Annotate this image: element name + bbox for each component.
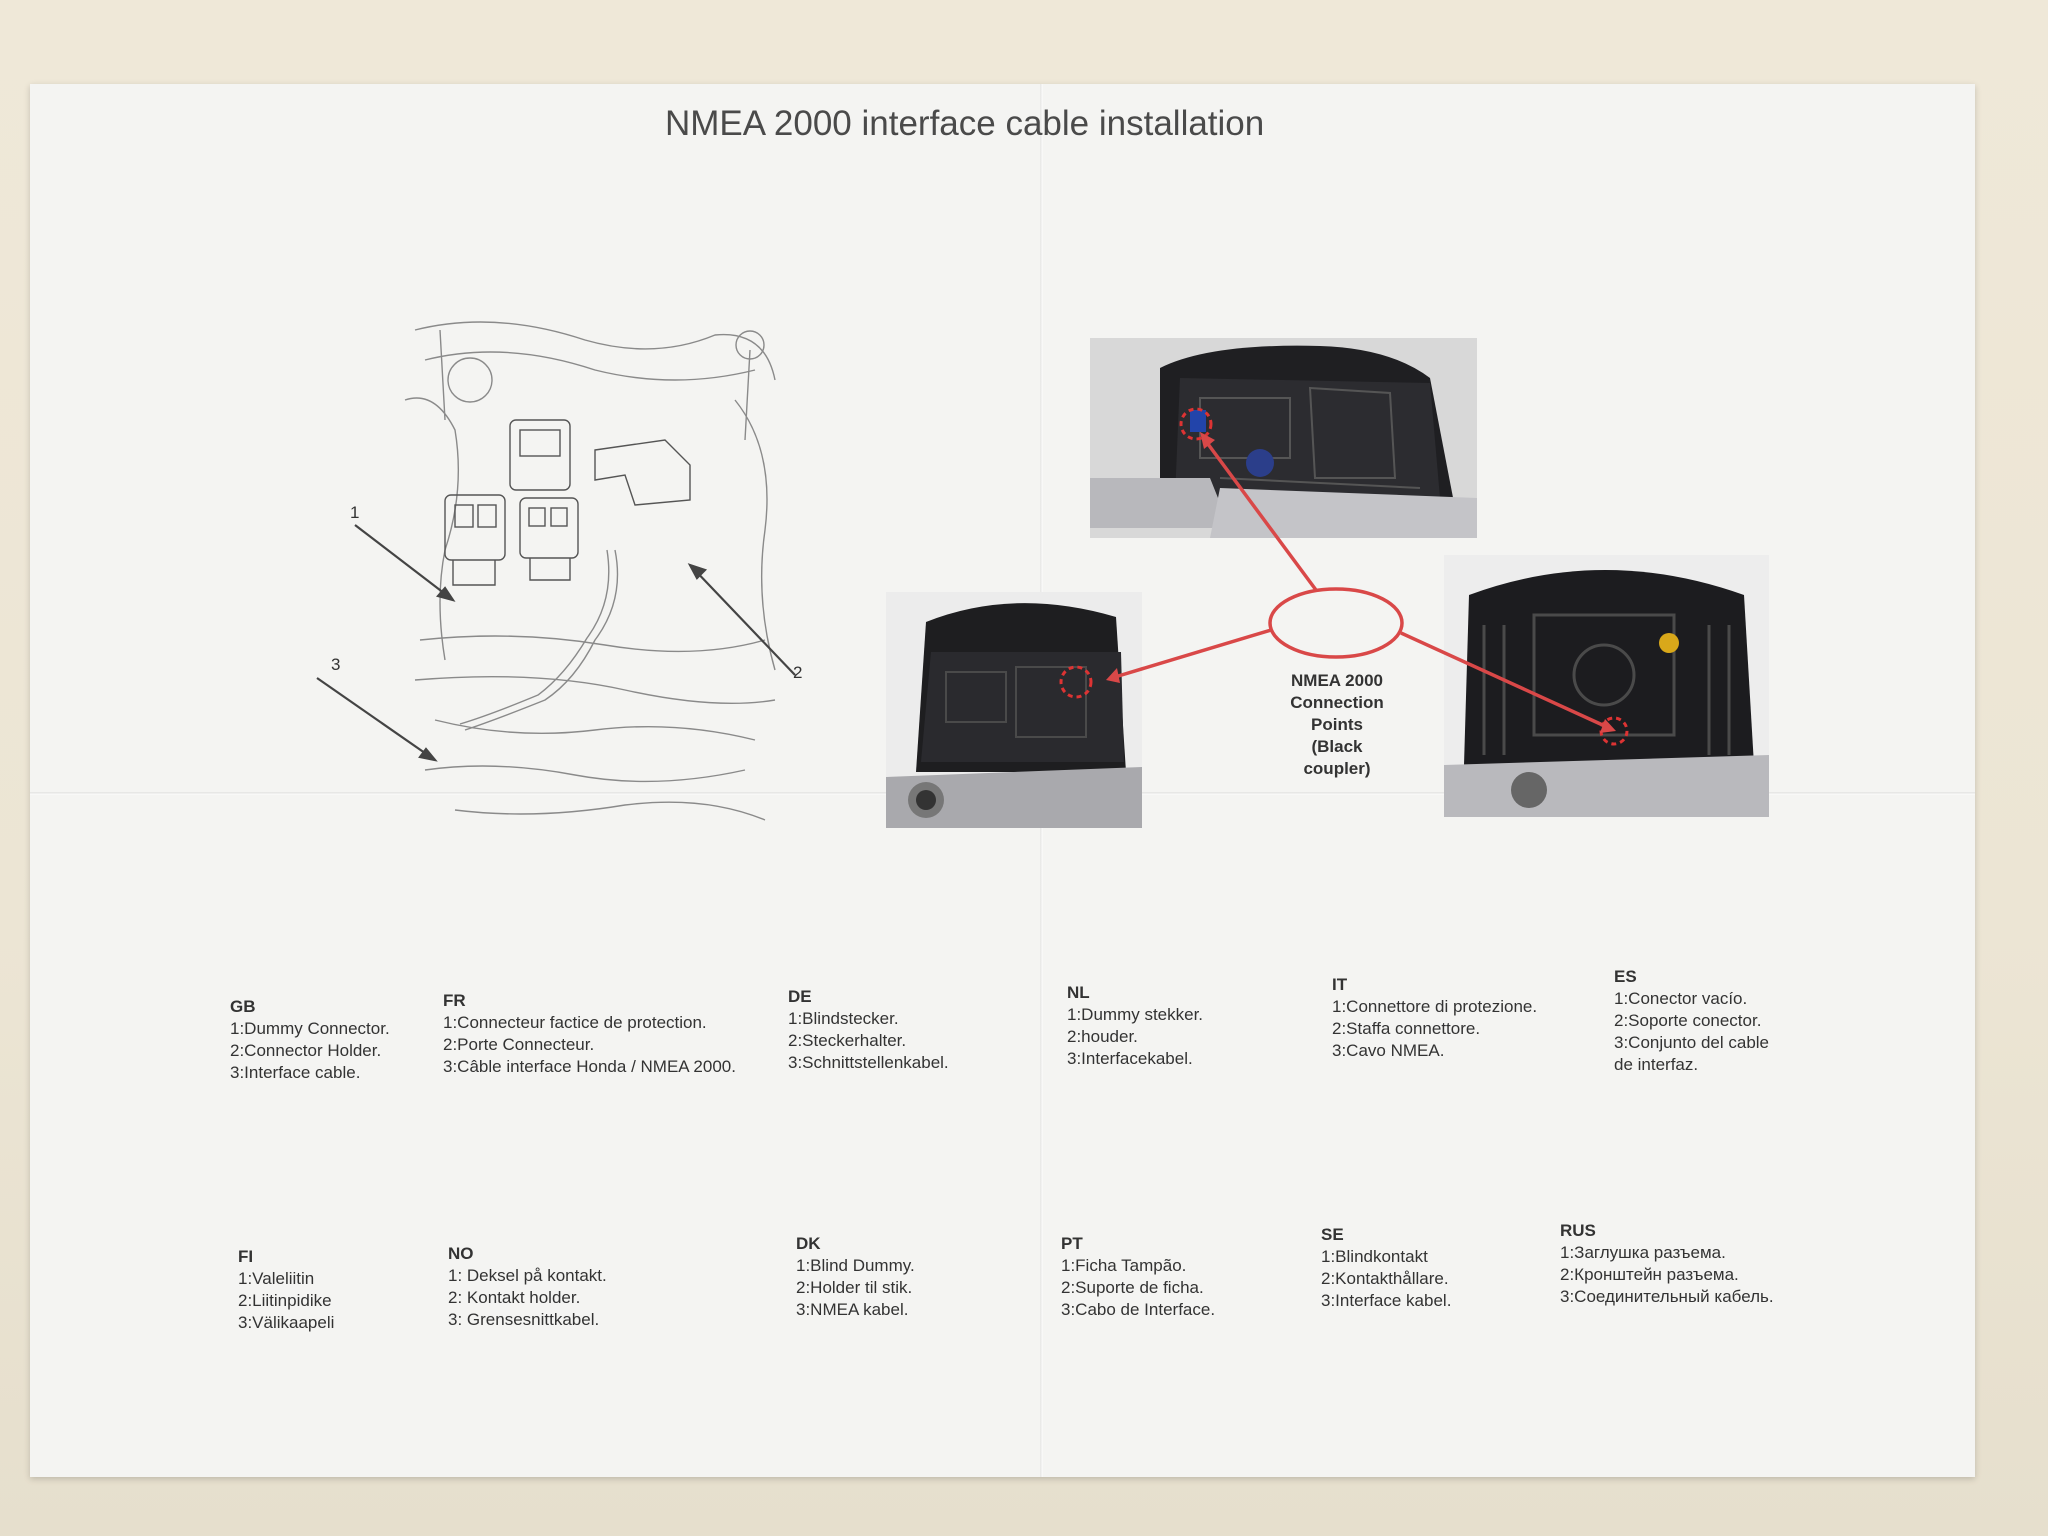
legend-gb: GB 1:Dummy Connector. 2:Connector Holder… (230, 996, 390, 1084)
legend-line: 3:Câble interface Honda / NMEA 2000. (443, 1057, 736, 1076)
legend-pt: PT 1:Ficha Tampão. 2:Suporte de ficha. 3… (1061, 1233, 1215, 1321)
engine-photo-top (1090, 338, 1477, 538)
legend-line: 3:Cavo NMEA. (1332, 1041, 1445, 1060)
legend-line: 3:Interface cable. (230, 1063, 361, 1082)
legend-line: 3:Conjunto del cable (1614, 1033, 1770, 1052)
page-title: NMEA 2000 interface cable installation (665, 104, 1265, 143)
legend-fr: FR 1:Connecteur factice de protection. 2… (443, 990, 736, 1078)
legend-line: 3:Interfacekabel. (1067, 1049, 1193, 1068)
language-code: SE (1321, 1225, 1344, 1244)
legend-de: DE 1:Blindstecker. 2:Steckerhalter. 3:Sc… (788, 986, 949, 1074)
connection-label-line-1: NMEA 2000 (1291, 671, 1383, 690)
legend-line: 2:houder. (1067, 1027, 1138, 1046)
language-code: FI (238, 1247, 254, 1266)
legend-line: 2:Holder til stik. (796, 1278, 913, 1297)
language-code: GB (230, 997, 256, 1016)
legend-line: 2:Kontakthållare. (1321, 1269, 1449, 1288)
legend-line: 2:Suporte de ficha. (1061, 1278, 1204, 1297)
legend-line: 3:Välikaapeli (238, 1313, 335, 1332)
connector-line-drawing: 1 2 3 (295, 300, 825, 860)
legend-line: 1:Connecteur factice de protection. (443, 1013, 707, 1032)
connection-points-label: NMEA 2000 Connection Points (Black coupl… (1282, 670, 1392, 780)
connection-label-line-4: (Black (1311, 737, 1363, 756)
engine-photo-right (1444, 555, 1769, 817)
legend-line: 1:Connettore di protezione. (1332, 997, 1538, 1016)
legend-line: 3:Schnittstellenkabel. (788, 1053, 949, 1072)
language-code: PT (1061, 1234, 1083, 1253)
legend-no: NO 1: Deksel på kontakt. 2: Kontakt hold… (448, 1243, 607, 1331)
callout-3: 3 (331, 655, 340, 674)
legend-line: 1: Deksel på kontakt. (448, 1266, 607, 1285)
legend-line: 2:Soporte conector. (1614, 1011, 1762, 1030)
language-code: ES (1614, 967, 1637, 986)
legend-dk: DK 1:Blind Dummy. 2:Holder til stik. 3:N… (796, 1233, 915, 1321)
legend-line: 2:Connector Holder. (230, 1041, 382, 1060)
legend-line: de interfaz. (1614, 1055, 1699, 1074)
legend-line: 1:Dummy Connector. (230, 1019, 390, 1038)
callout-1: 1 (350, 503, 359, 522)
legend-rus: RUS 1:Заглушка разъема. 2:Кронштейн разъ… (1560, 1220, 1774, 1308)
legend-es: ES 1:Conector vacío. 2:Soporte conector.… (1614, 966, 1769, 1076)
connection-label-line-2: Connection (1290, 693, 1384, 712)
language-code: NO (448, 1244, 474, 1263)
language-code: NL (1067, 983, 1090, 1002)
connection-label-line-5: coupler) (1303, 759, 1371, 778)
legend-line: 3:Interface kabel. (1321, 1291, 1452, 1310)
legend-line: 1:Ficha Tampão. (1061, 1256, 1187, 1275)
legend-line: 1:Valeliitin (238, 1269, 315, 1288)
language-code: DK (796, 1234, 821, 1253)
legend-line: 3:Соединительный кабель. (1560, 1287, 1774, 1306)
legend-line: 1:Dummy stekker. (1067, 1005, 1204, 1024)
legend-nl: NL 1:Dummy stekker. 2:houder. 3:Interfac… (1067, 982, 1203, 1070)
legend-line: 3: Grensesnittkabel. (448, 1310, 600, 1329)
engine-photo-left (886, 592, 1142, 828)
legend-line: 1:Blindstecker. (788, 1009, 899, 1028)
language-code: IT (1332, 975, 1348, 994)
legend-se: SE 1:Blindkontakt 2:Kontakthållare. 3:In… (1321, 1224, 1451, 1312)
language-code: FR (443, 991, 466, 1010)
legend-line: 2:Porte Connecteur. (443, 1035, 595, 1054)
legend-line: 3:Cabo de Interface. (1061, 1300, 1216, 1319)
legend-line: 2:Liitinpidike (238, 1291, 332, 1310)
language-code: DE (788, 987, 812, 1006)
legend-line: 1:Blind Dummy. (796, 1256, 915, 1275)
legend-line: 2:Кронштейн разъема. (1560, 1265, 1739, 1284)
legend-line: 1:Conector vacío. (1614, 989, 1748, 1008)
legend-line: 1:Заглушка разъема. (1560, 1243, 1726, 1262)
legend-it: IT 1:Connettore di protezione. 2:Staffa … (1332, 974, 1537, 1062)
legend-line: 2:Staffa connettore. (1332, 1019, 1481, 1038)
callout-2: 2 (793, 663, 802, 682)
legend-line: 2: Kontakt holder. (448, 1288, 581, 1307)
legend-line: 3:NMEA kabel. (796, 1300, 909, 1319)
legend-fi: FI 1:Valeliitin 2:Liitinpidike 3:Välikaa… (238, 1246, 334, 1334)
legend-line: 1:Blindkontakt (1321, 1247, 1428, 1266)
language-code: RUS (1560, 1221, 1596, 1240)
connection-label-line-3: Points (1311, 715, 1363, 734)
legend-line: 2:Steckerhalter. (788, 1031, 907, 1050)
